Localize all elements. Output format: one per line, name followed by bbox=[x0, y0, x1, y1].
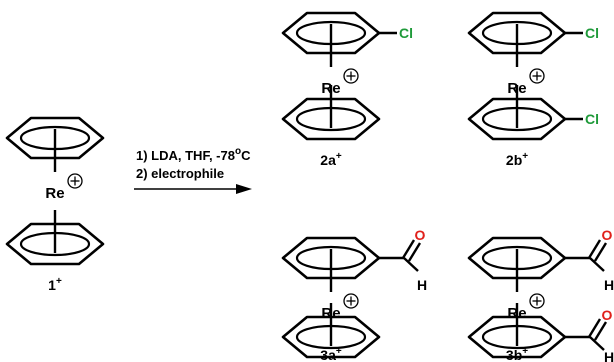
arrow-head-icon bbox=[236, 184, 252, 194]
upper-benzene-ring bbox=[281, 236, 381, 294]
upper-benzene-ring bbox=[5, 116, 105, 174]
oxygen-atom: O bbox=[415, 227, 426, 243]
positive-charge-icon bbox=[529, 68, 545, 84]
positive-charge-icon bbox=[529, 293, 545, 309]
chlorine-atom: Cl bbox=[585, 111, 599, 127]
compound-2a: Cl Re 2a+ bbox=[281, 11, 413, 168]
oxygen-atom: O bbox=[602, 227, 613, 243]
reagent-line-2: 2) electrophile bbox=[136, 166, 224, 181]
lower-benzene-ring bbox=[281, 83, 381, 141]
upper-benzene-ring bbox=[467, 11, 567, 69]
positive-charge-icon bbox=[343, 293, 359, 309]
chlorine-atom: Cl bbox=[399, 25, 413, 41]
reaction-arrow-group: 1) LDA, THF, -78oC 2) electrophile bbox=[134, 146, 252, 194]
positive-charge-icon bbox=[67, 173, 83, 189]
oxygen-atom: O bbox=[602, 307, 613, 323]
upper-benzene-ring bbox=[281, 11, 381, 69]
c-o-double-bond bbox=[587, 318, 602, 338]
hydrogen-atom: H bbox=[417, 277, 427, 293]
c-h-bond bbox=[589, 257, 605, 272]
c-o-double-bond bbox=[401, 239, 416, 259]
rhenium-atom: Re bbox=[45, 185, 64, 202]
chlorine-atom: Cl bbox=[585, 25, 599, 41]
upper-benzene-ring bbox=[467, 236, 567, 294]
positive-charge-icon bbox=[343, 68, 359, 84]
compound-label-3b: 3b+ bbox=[506, 346, 528, 362]
compound-1: Re 1+ bbox=[5, 116, 105, 293]
c-o-double-bond bbox=[587, 239, 602, 259]
c-o-double-bond bbox=[593, 321, 608, 341]
hydrogen-atom: H bbox=[604, 277, 614, 293]
lower-benzene-ring bbox=[467, 83, 567, 141]
hydrogen-atom: H bbox=[604, 349, 614, 362]
c-h-bond bbox=[589, 336, 605, 351]
c-o-double-bond bbox=[593, 242, 608, 262]
compound-2b: Cl Re Cl 2b+ bbox=[467, 11, 599, 168]
c-o-double-bond bbox=[407, 242, 422, 262]
compound-3a: O H Re 3a+ bbox=[281, 227, 427, 362]
c-h-bond bbox=[403, 257, 419, 272]
compound-label-3a: 3a+ bbox=[320, 346, 342, 362]
compound-3b: O H Re O H 3b+ bbox=[467, 227, 614, 362]
compound-label-2b: 2b+ bbox=[506, 151, 528, 168]
compound-label-1: 1+ bbox=[48, 276, 62, 293]
lower-benzene-ring bbox=[5, 208, 105, 266]
compound-label-2a: 2a+ bbox=[320, 151, 342, 168]
reagent-line-1: 1) LDA, THF, -78oC bbox=[136, 146, 251, 163]
